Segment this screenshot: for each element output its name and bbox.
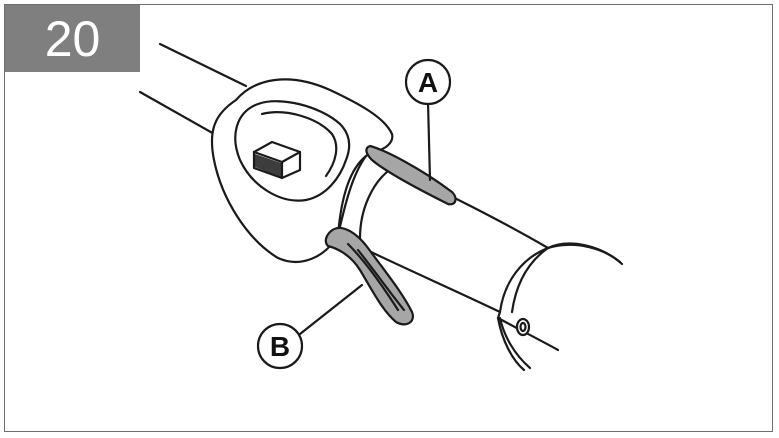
shaft-upper-line: [158, 42, 248, 88]
callout-b-circle: [256, 322, 304, 370]
callout-b-label: B: [270, 331, 290, 362]
figure-number: 20: [44, 10, 101, 67]
leader-line-a: [426, 100, 432, 182]
lever-b-slot: [346, 242, 400, 312]
figure-number-badge: 20: [5, 5, 140, 72]
lever-a: [365, 144, 457, 206]
tube-collar: [496, 246, 560, 352]
shaft-lower-line: [138, 90, 218, 137]
handle-recess-inner: [260, 111, 338, 178]
callout-a-label: A: [418, 67, 438, 98]
screw-icon: [515, 317, 531, 337]
tube-inner-ring: [358, 166, 394, 240]
callout-a-circle: [404, 58, 452, 106]
lever-b: [324, 226, 414, 326]
figure-frame: 20: [4, 4, 773, 432]
leader-line-b: [298, 283, 364, 336]
